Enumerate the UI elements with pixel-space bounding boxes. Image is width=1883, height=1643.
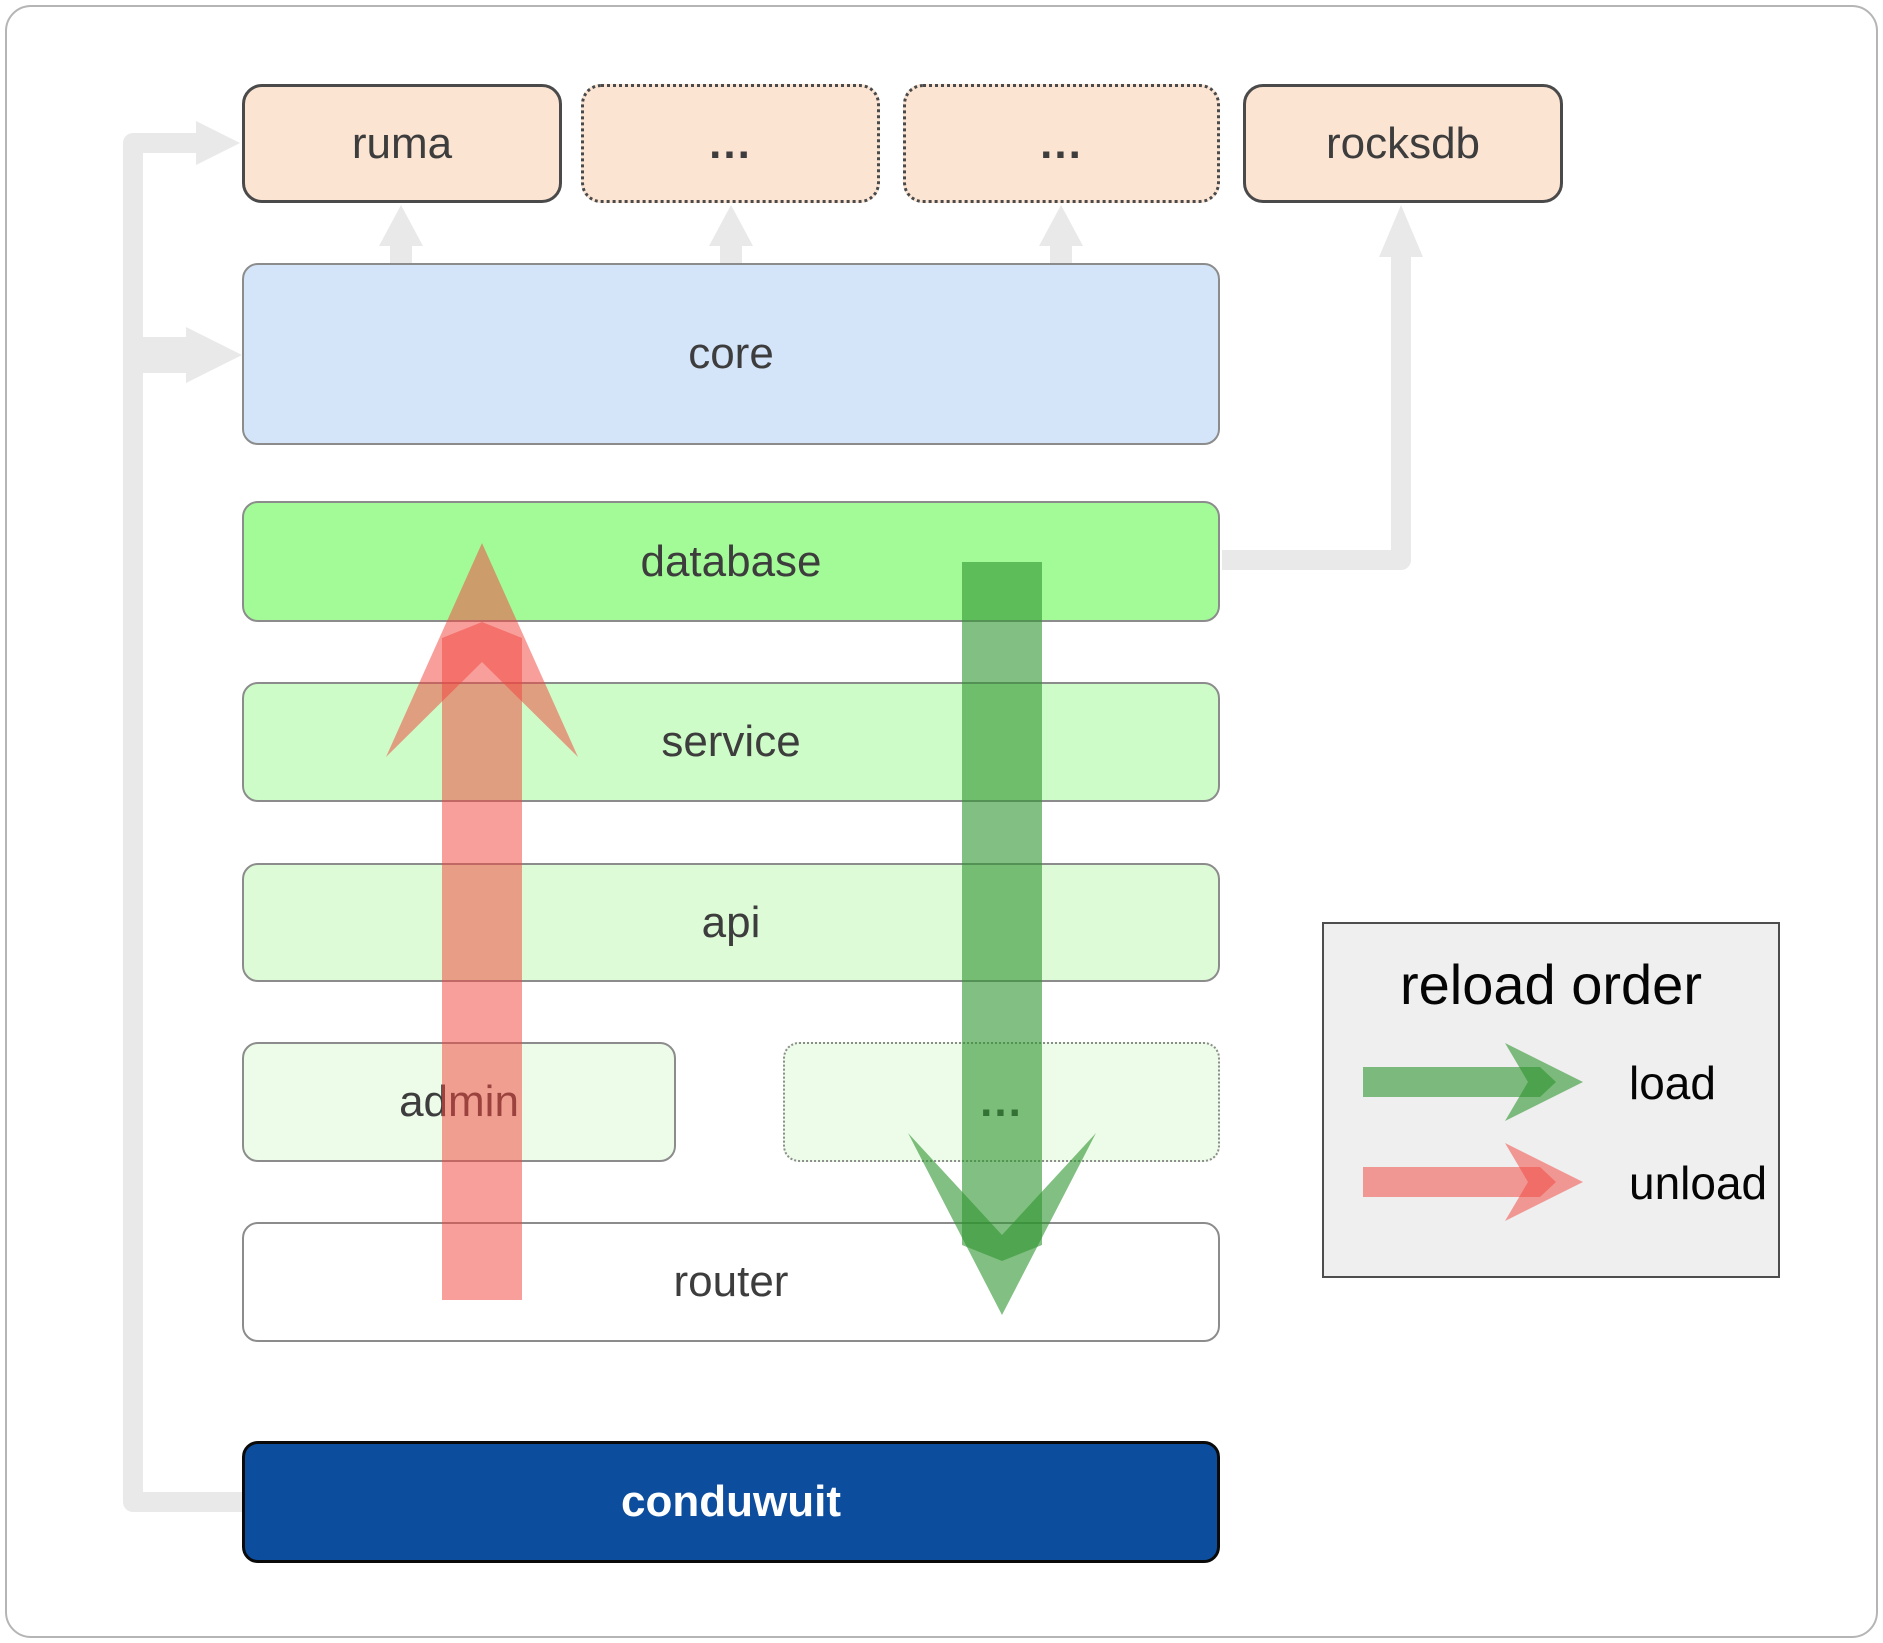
node-database-label: database bbox=[640, 536, 822, 586]
node-core: core bbox=[242, 263, 1220, 445]
node-database: database bbox=[242, 501, 1220, 622]
node-admin-label: admin bbox=[399, 1077, 519, 1126]
node-admin: admin bbox=[242, 1042, 676, 1162]
node-core-label: core bbox=[688, 329, 774, 378]
node-etc-2: ... bbox=[903, 84, 1220, 203]
node-service-label: service bbox=[661, 717, 801, 766]
node-router: router bbox=[242, 1222, 1220, 1342]
node-service: service bbox=[242, 682, 1220, 802]
node-admin-etc-label: ... bbox=[980, 1077, 1023, 1126]
node-ruma-label: ruma bbox=[351, 118, 453, 168]
node-router-label: router bbox=[673, 1257, 789, 1306]
node-etc-1-label: ... bbox=[709, 118, 752, 168]
node-conduwuit: conduwuit bbox=[242, 1441, 1220, 1563]
legend: reload order load unload bbox=[1322, 922, 1780, 1278]
node-rocksdb: rocksdb bbox=[1243, 84, 1563, 203]
legend-unload-label: unload bbox=[1629, 1157, 1768, 1209]
legend-load-label: load bbox=[1629, 1057, 1716, 1109]
node-api: api bbox=[242, 863, 1220, 982]
node-api-label: api bbox=[701, 897, 761, 947]
outer-frame bbox=[5, 5, 1878, 1638]
legend-title: reload order bbox=[1400, 953, 1702, 1016]
node-ruma: ruma bbox=[242, 84, 562, 203]
node-conduwuit-label: conduwuit bbox=[621, 1477, 841, 1526]
node-etc-2-label: ... bbox=[1040, 118, 1083, 168]
node-admin-etc: ... bbox=[783, 1042, 1220, 1162]
node-rocksdb-label: rocksdb bbox=[1325, 118, 1481, 168]
node-etc-1: ... bbox=[581, 84, 880, 203]
